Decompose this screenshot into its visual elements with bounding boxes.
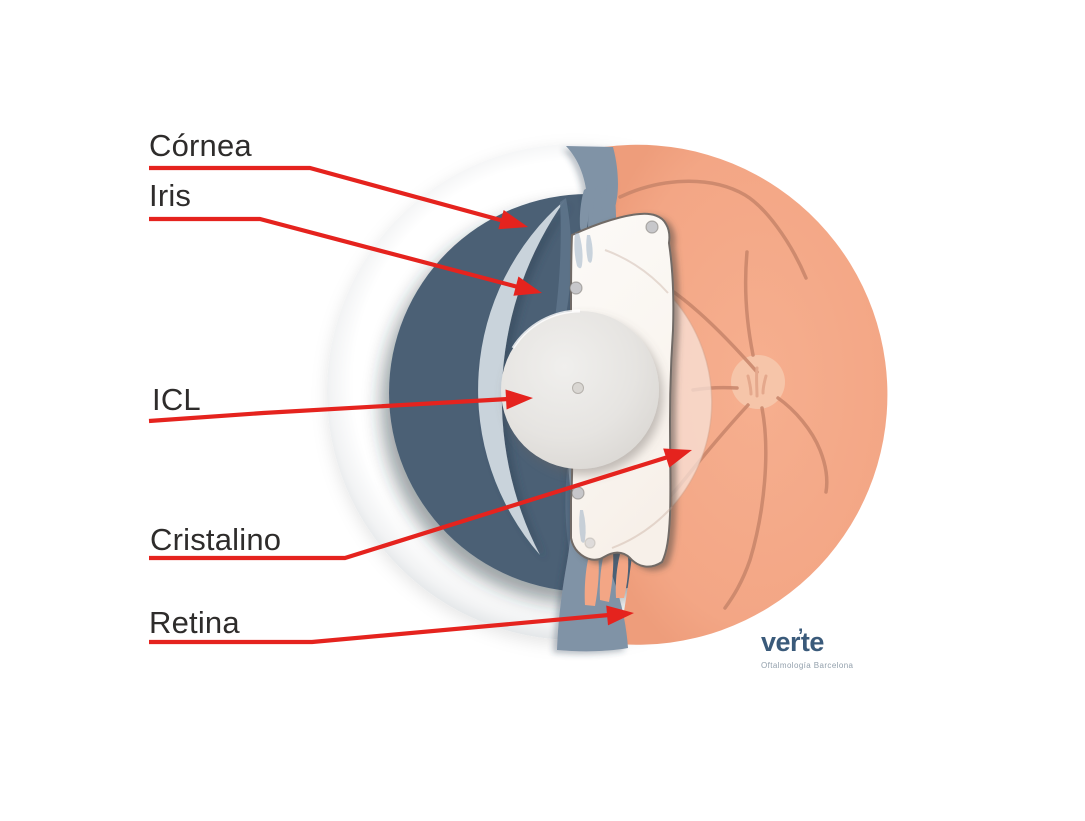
label-iris: Iris: [149, 179, 191, 213]
label-cristalino-text: Cristalino: [150, 522, 282, 557]
leader-icl: [148, 389, 533, 424]
fringe-shadows-on-plate: [574, 233, 593, 543]
logo-tagline: Oftalmología Barcelona: [761, 661, 854, 670]
logo-dot: ’: [798, 626, 803, 647]
leader-retina: [149, 605, 634, 645]
label-cornea: Córnea: [149, 129, 252, 163]
leader-cristalino: [149, 448, 692, 561]
optic-center-dot: [572, 382, 584, 394]
label-retina-text: Retina: [149, 605, 240, 640]
leader-iris: [149, 216, 542, 296]
label-retina: Retina: [149, 606, 240, 640]
icl-holes: [569, 220, 659, 549]
leader-cornea: [149, 165, 528, 230]
label-icl-text: ICL: [152, 382, 201, 417]
label-iris-text: Iris: [149, 178, 192, 213]
clinic-logo: ver’te Oftalmología Barcelona: [761, 626, 854, 670]
logo-wordmark: ver’te: [761, 626, 853, 659]
icl-optic: [501, 309, 659, 469]
label-cornea-text: Córnea: [149, 128, 252, 163]
label-icl: ICL: [152, 383, 201, 417]
zonule-fringe-bottom: [584, 545, 629, 606]
label-cristalino: Cristalino: [150, 523, 281, 557]
cornea-crescent: [478, 200, 565, 555]
dome-through-plate: [604, 249, 673, 549]
leader-lines: [148, 165, 692, 645]
